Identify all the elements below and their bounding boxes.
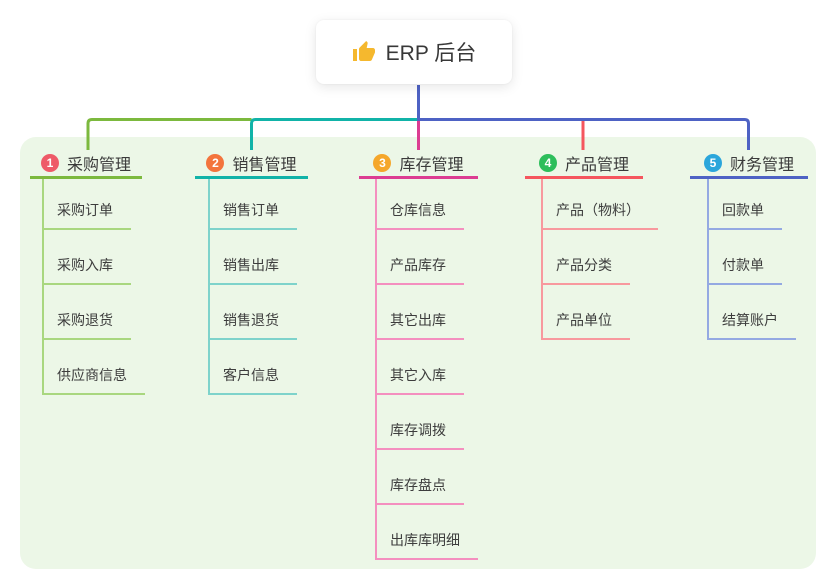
child-node[interactable]: 库存盘点 <box>377 450 464 505</box>
branch-node-sales[interactable]: 2 销售管理 <box>195 149 308 179</box>
child-node[interactable]: 回款单 <box>709 179 782 230</box>
branch-node-inventory[interactable]: 3 库存管理 <box>359 149 478 179</box>
child-node[interactable]: 供应商信息 <box>44 340 145 395</box>
child-node[interactable]: 仓库信息 <box>377 179 464 230</box>
child-node[interactable]: 销售退货 <box>210 285 297 340</box>
child-node[interactable]: 销售出库 <box>210 230 297 285</box>
branch-label: 产品管理 <box>564 156 629 174</box>
child-node[interactable]: 其它出库 <box>377 285 464 340</box>
child-node[interactable]: 产品单位 <box>543 285 630 340</box>
branch-children: 销售订单 销售出库 销售退货 客户信息 <box>208 179 297 395</box>
branch-label: 财务管理 <box>729 156 794 174</box>
branch-label: 库存管理 <box>399 156 464 174</box>
branch-node-purchase[interactable]: 1 采购管理 <box>30 149 142 179</box>
child-node[interactable]: 采购订单 <box>44 179 131 230</box>
child-node[interactable]: 库存调拨 <box>377 395 464 450</box>
branch-children: 采购订单 采购入库 采购退货 供应商信息 <box>42 179 145 395</box>
branch-number-badge: 4 <box>538 153 557 172</box>
thumbs-up-icon <box>352 41 375 61</box>
branch-label: 销售管理 <box>232 156 297 174</box>
branch-children: 产品（物料） 产品分类 产品单位 <box>541 179 658 340</box>
child-node[interactable]: 出库库明细 <box>377 505 478 560</box>
branch-label: 采购管理 <box>66 156 131 174</box>
branch-children: 仓库信息 产品库存 其它出库 其它入库 库存调拨 库存盘点 出库库明细 <box>375 179 478 560</box>
branch-children: 回款单 付款单 结算账户 <box>707 179 796 340</box>
branch-node-finance[interactable]: 5 财务管理 <box>690 149 808 179</box>
branch-number-badge: 2 <box>206 153 225 172</box>
child-node[interactable]: 采购退货 <box>44 285 131 340</box>
group-background <box>20 137 816 569</box>
child-node[interactable]: 产品库存 <box>377 230 464 285</box>
child-node[interactable]: 付款单 <box>709 230 782 285</box>
child-node[interactable]: 结算账户 <box>709 285 796 340</box>
branch-number-badge: 5 <box>703 153 722 172</box>
child-node[interactable]: 客户信息 <box>210 340 297 395</box>
child-node[interactable]: 销售订单 <box>210 179 297 230</box>
child-node[interactable]: 其它入库 <box>377 340 464 395</box>
branch-number-badge: 3 <box>373 153 392 172</box>
branch-node-product[interactable]: 4 产品管理 <box>525 149 643 179</box>
root-node[interactable]: ERP 后台 <box>316 20 512 84</box>
branch-number-badge: 1 <box>40 153 59 172</box>
root-label: ERP 后台 <box>385 42 477 65</box>
child-node[interactable]: 产品（物料） <box>543 179 658 230</box>
child-node[interactable]: 产品分类 <box>543 230 630 285</box>
child-node[interactable]: 采购入库 <box>44 230 131 285</box>
